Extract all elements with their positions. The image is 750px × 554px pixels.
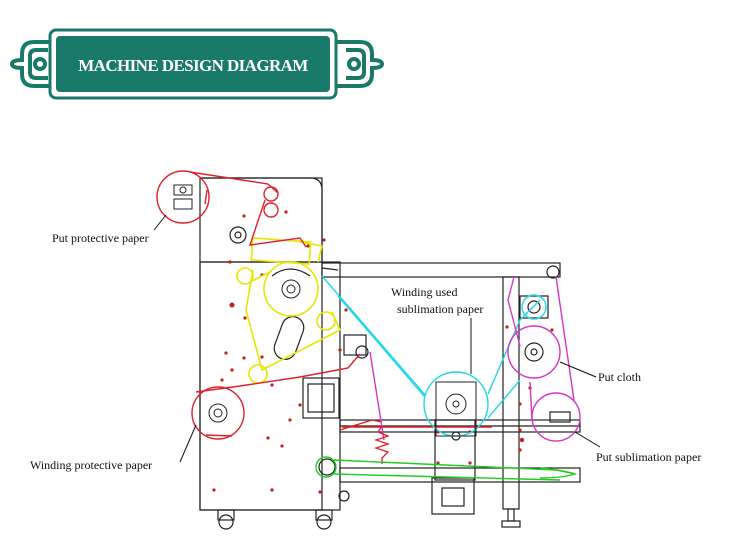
lower-green-path (315, 456, 578, 481)
protective-paper-path (156, 170, 492, 440)
motor-housing (431, 477, 475, 515)
label-winding-used-line2: sublimation paper (397, 302, 483, 316)
title-banner: MACHINE DESIGN DIAGRAM (9, 28, 385, 100)
used-sublimation-path (321, 275, 547, 437)
control-panel (302, 377, 340, 419)
used-roll-core (435, 381, 477, 437)
put-sublimation-roll (531, 392, 581, 442)
roll-details (173, 184, 301, 423)
banner-right-ornament (336, 40, 385, 88)
main-cabinet (199, 177, 323, 511)
tension-spring (373, 425, 391, 464)
label-winding-used-line1: Winding used (391, 285, 458, 299)
page-title: MACHINE DESIGN DIAGRAM (78, 56, 308, 75)
banner-left-ornament (9, 40, 58, 88)
cloth-path (369, 276, 581, 442)
slot (273, 316, 305, 360)
leader-lines (153, 214, 601, 463)
label-put-protective-paper: Put protective paper (52, 231, 149, 245)
top-beam (321, 262, 561, 278)
inner-web-path (236, 237, 342, 384)
lower-rail (339, 467, 581, 483)
label-winding-protective-paper: Winding protective paper (30, 458, 152, 472)
caster-right (315, 509, 333, 530)
label-put-cloth: Put cloth (598, 370, 641, 384)
caster-left (217, 509, 235, 530)
frame-markers (212, 210, 554, 494)
put-cloth-roll (507, 325, 561, 379)
winding-protective-roll (191, 386, 245, 440)
label-put-sublimation-paper: Put sublimation paper (596, 450, 701, 464)
center-roller (263, 261, 319, 317)
put-protective-roll (156, 170, 210, 224)
